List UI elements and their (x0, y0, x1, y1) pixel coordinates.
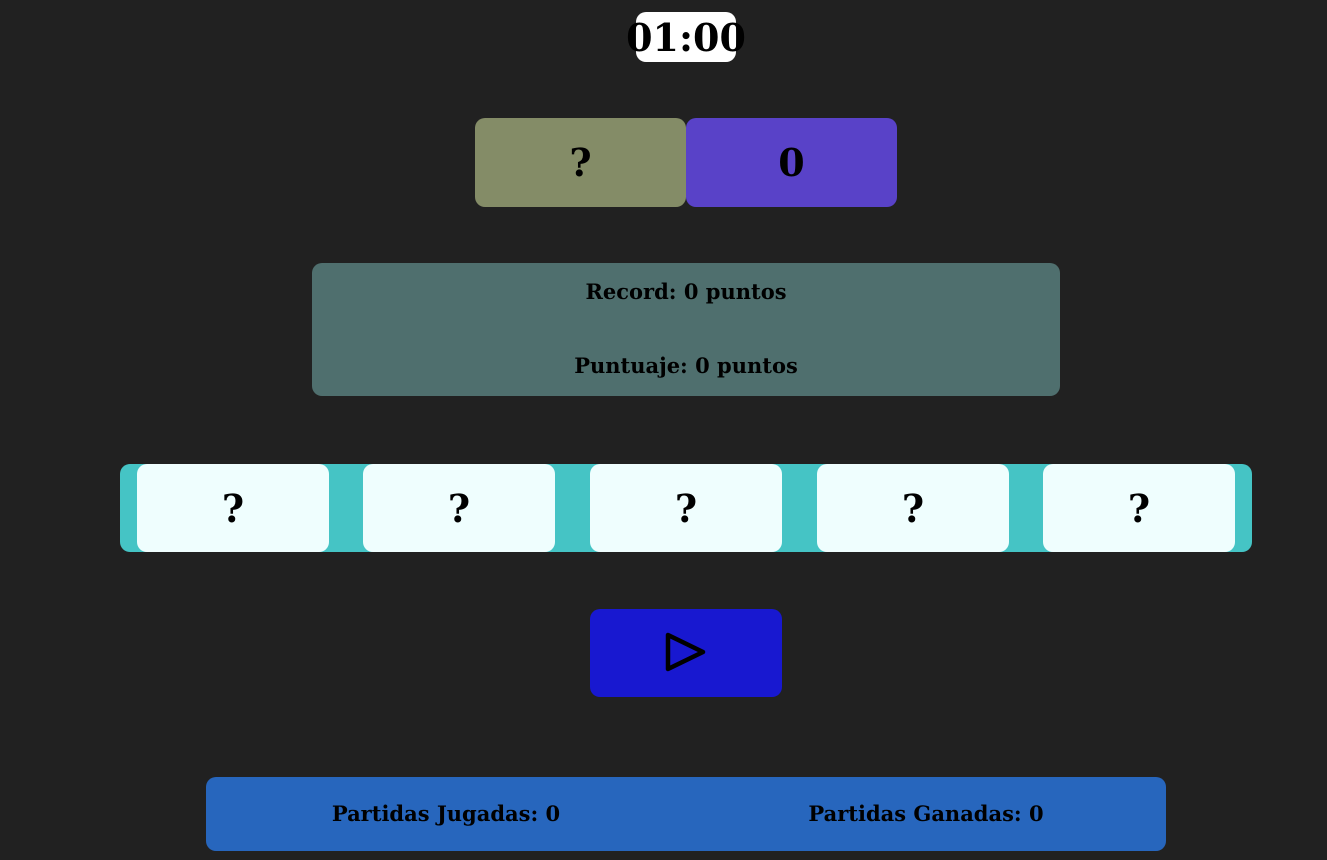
hint-tile-value: ? (569, 140, 592, 185)
card-4[interactable]: ? (817, 464, 1009, 552)
games-played-label: Partidas Jugadas: 0 (331, 801, 561, 826)
card-3[interactable]: ? (590, 464, 782, 552)
card-3-value: ? (674, 485, 698, 531)
puntaje-label: Puntuaje: 0 puntos (574, 353, 798, 378)
card-2[interactable]: ? (363, 464, 555, 552)
counter-tile-value: 0 (778, 140, 805, 185)
score-panel: Record: 0 puntos Puntuaje: 0 puntos (312, 263, 1060, 396)
counter-tile: 0 (686, 118, 897, 207)
timer-display: 01:00 (626, 12, 746, 62)
stats-panel: Partidas Jugadas: 0 Partidas Ganadas: 0 (206, 777, 1166, 851)
play-icon (665, 632, 706, 672)
play-button[interactable] (590, 609, 782, 697)
card-1[interactable]: ? (137, 464, 329, 552)
timer-value: 01:00 (626, 14, 746, 60)
cards-row: ? ? ? ? ? (120, 464, 1252, 552)
record-label: Record: 0 puntos (585, 279, 787, 304)
card-4-value: ? (901, 485, 925, 531)
card-1-value: ? (221, 485, 245, 531)
card-5[interactable]: ? (1043, 464, 1235, 552)
card-2-value: ? (447, 485, 471, 531)
card-5-value: ? (1127, 485, 1151, 531)
hint-tile: ? (475, 118, 686, 207)
games-won-label: Partidas Ganadas: 0 (808, 801, 1044, 826)
